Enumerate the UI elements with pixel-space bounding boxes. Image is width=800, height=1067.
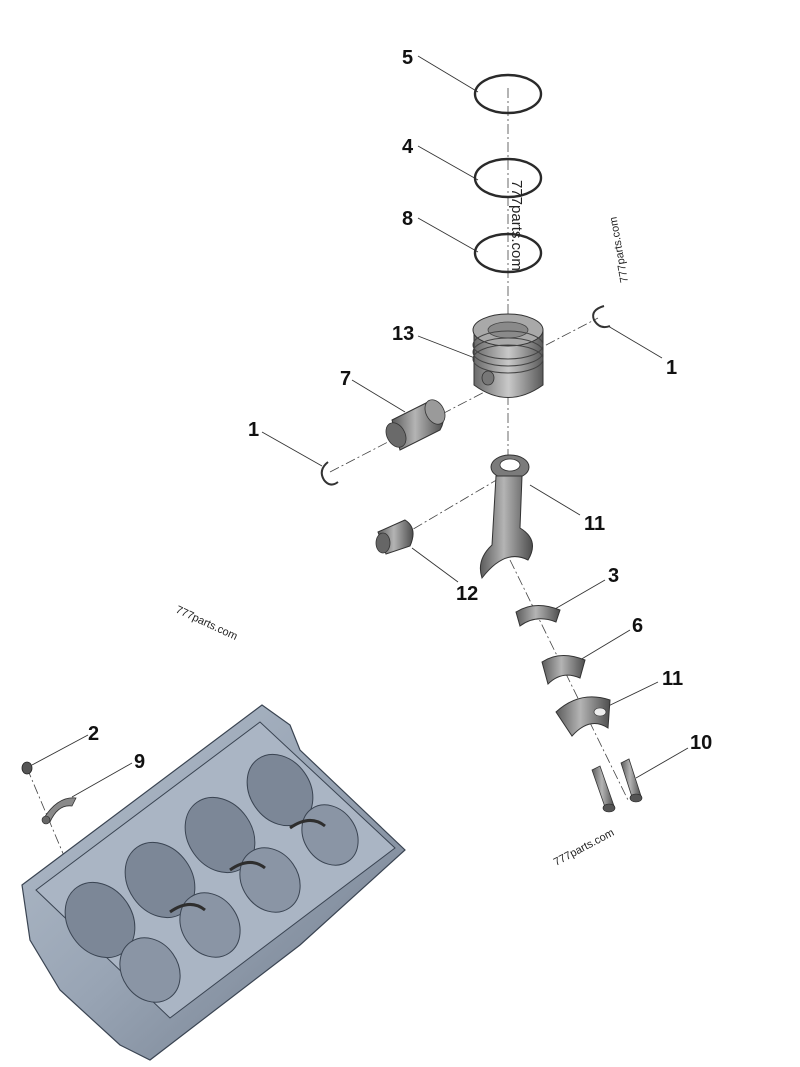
callout-9: 9: [134, 751, 145, 773]
callout-2: 2: [88, 723, 99, 745]
callout-5: 5: [402, 47, 413, 69]
piston-pin: [385, 399, 446, 451]
piston-ring-middle: [473, 157, 543, 199]
connecting-rod-cap: [555, 696, 611, 737]
leader-lines: [31, 55, 689, 798]
rod-bolts: [591, 758, 643, 813]
oil-jet-nozzle: [41, 797, 77, 825]
callout-11-rod: 11: [584, 513, 605, 535]
callout-3: 3: [608, 565, 619, 587]
callout-1-right: 1: [666, 357, 677, 379]
bearing-shell-lower: [541, 655, 586, 685]
callout-1-left: 1: [248, 419, 259, 441]
callout-10: 10: [690, 732, 712, 754]
plug: [21, 761, 33, 775]
circlip-left: [320, 461, 339, 486]
callout-13: 13: [392, 323, 414, 345]
callout-11-cap: 11: [662, 668, 683, 690]
callout-7: 7: [340, 368, 351, 390]
engine-block: [21, 704, 406, 1061]
callout-4: 4: [402, 136, 414, 158]
callout-8: 8: [402, 208, 413, 230]
bearing-shell-upper: [515, 605, 561, 627]
piston-ring-oil: [473, 232, 543, 274]
piston-ring-top: [473, 73, 543, 115]
watermark-1: 777parts.com: [508, 180, 525, 271]
watermark-2: 777parts.com: [608, 216, 631, 284]
piston: [472, 313, 544, 398]
callout-12: 12: [456, 583, 478, 605]
watermark-4: 777parts.com: [552, 827, 616, 869]
connecting-rod: [479, 454, 533, 580]
circlip-right: [592, 305, 611, 329]
callout-6: 6: [632, 615, 643, 637]
watermark-3: 777parts.com: [174, 604, 239, 643]
small-end-bushing: [375, 519, 414, 555]
